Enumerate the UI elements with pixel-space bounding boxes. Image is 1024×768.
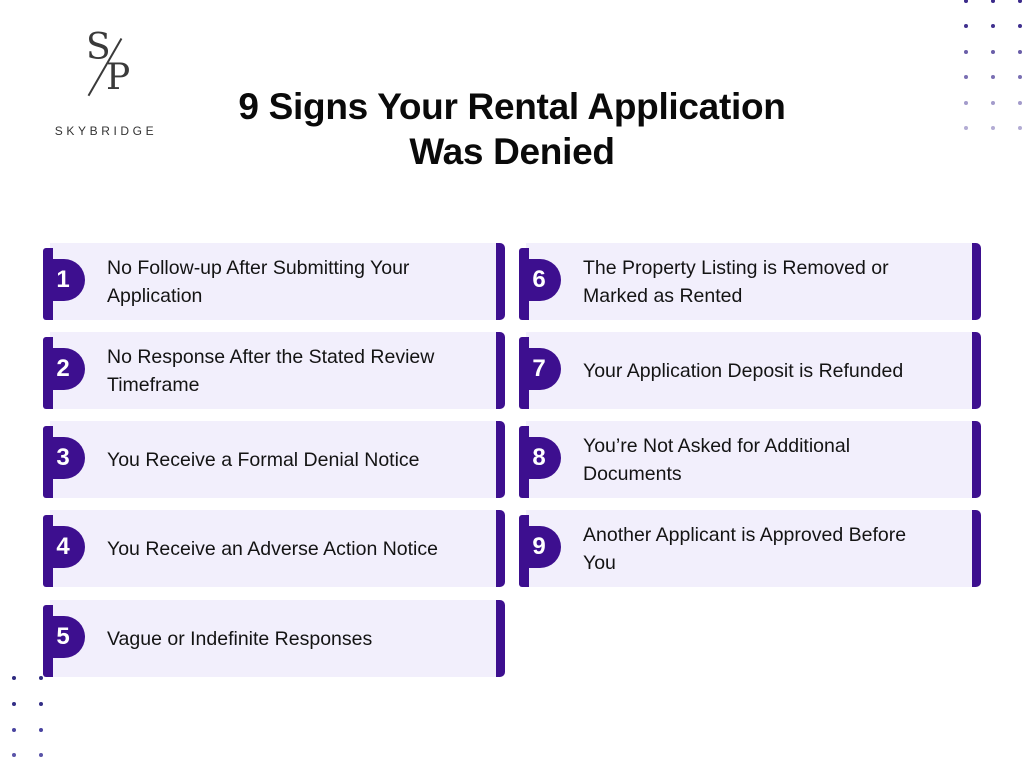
sign-text: The Property Listing is Removed or Marke… [583,256,889,307]
sign-card-5: 5 Vague or Indefinite Responses [43,600,505,677]
sign-card-6: 6 The Property Listing is Removed or Mar… [519,243,981,320]
number-badge-icon: 5 [47,616,85,658]
sp-monogram-icon: S P [86,27,131,98]
skybridge-logo: S P SKYBRIDGE [48,30,164,142]
sign-text: Vague or Indefinite Responses [107,627,373,650]
number-badge-icon: 9 [523,526,561,568]
page-title: 9 Signs Your Rental Application Was Deni… [238,86,786,172]
number-badge-icon: 7 [523,348,561,390]
sign-text: No Follow-up After Submitting Your Appli… [107,256,410,307]
sign-card-3: 3 You Receive a Formal Denial Notice [43,421,505,498]
sign-card-4: 4 You Receive an Adverse Action Notice [43,510,505,587]
sign-card-9: 9 Another Applicant is Approved Before Y… [519,510,981,587]
sign-text: Another Applicant is Approved Before You [583,523,907,574]
sign-card-1: 1 No Follow-up After Submitting Your App… [43,243,505,320]
sign-card-8: 8 You’re Not Asked for Additional Docume… [519,421,981,498]
number-badge-icon: 2 [47,348,85,390]
number-badge-icon: 1 [47,259,85,301]
number-badge-icon: 8 [523,437,561,479]
sign-text: No Response After the Stated Review Time… [107,345,435,396]
number-badge-icon: 4 [47,526,85,568]
sign-text: You Receive a Formal Denial Notice [107,448,420,471]
sign-text: Your Application Deposit is Refunded [583,359,904,382]
sign-text: You’re Not Asked for Additional Document… [583,434,851,485]
brand-wordmark: SKYBRIDGE [54,124,158,138]
sign-text: You Receive an Adverse Action Notice [107,537,438,560]
number-badge-icon: 6 [523,259,561,301]
number-badge-icon: 3 [47,437,85,479]
sign-card-2: 2 No Response After the Stated Review Ti… [43,332,505,409]
sign-card-7: 7 Your Application Deposit is Refunded [519,332,981,409]
